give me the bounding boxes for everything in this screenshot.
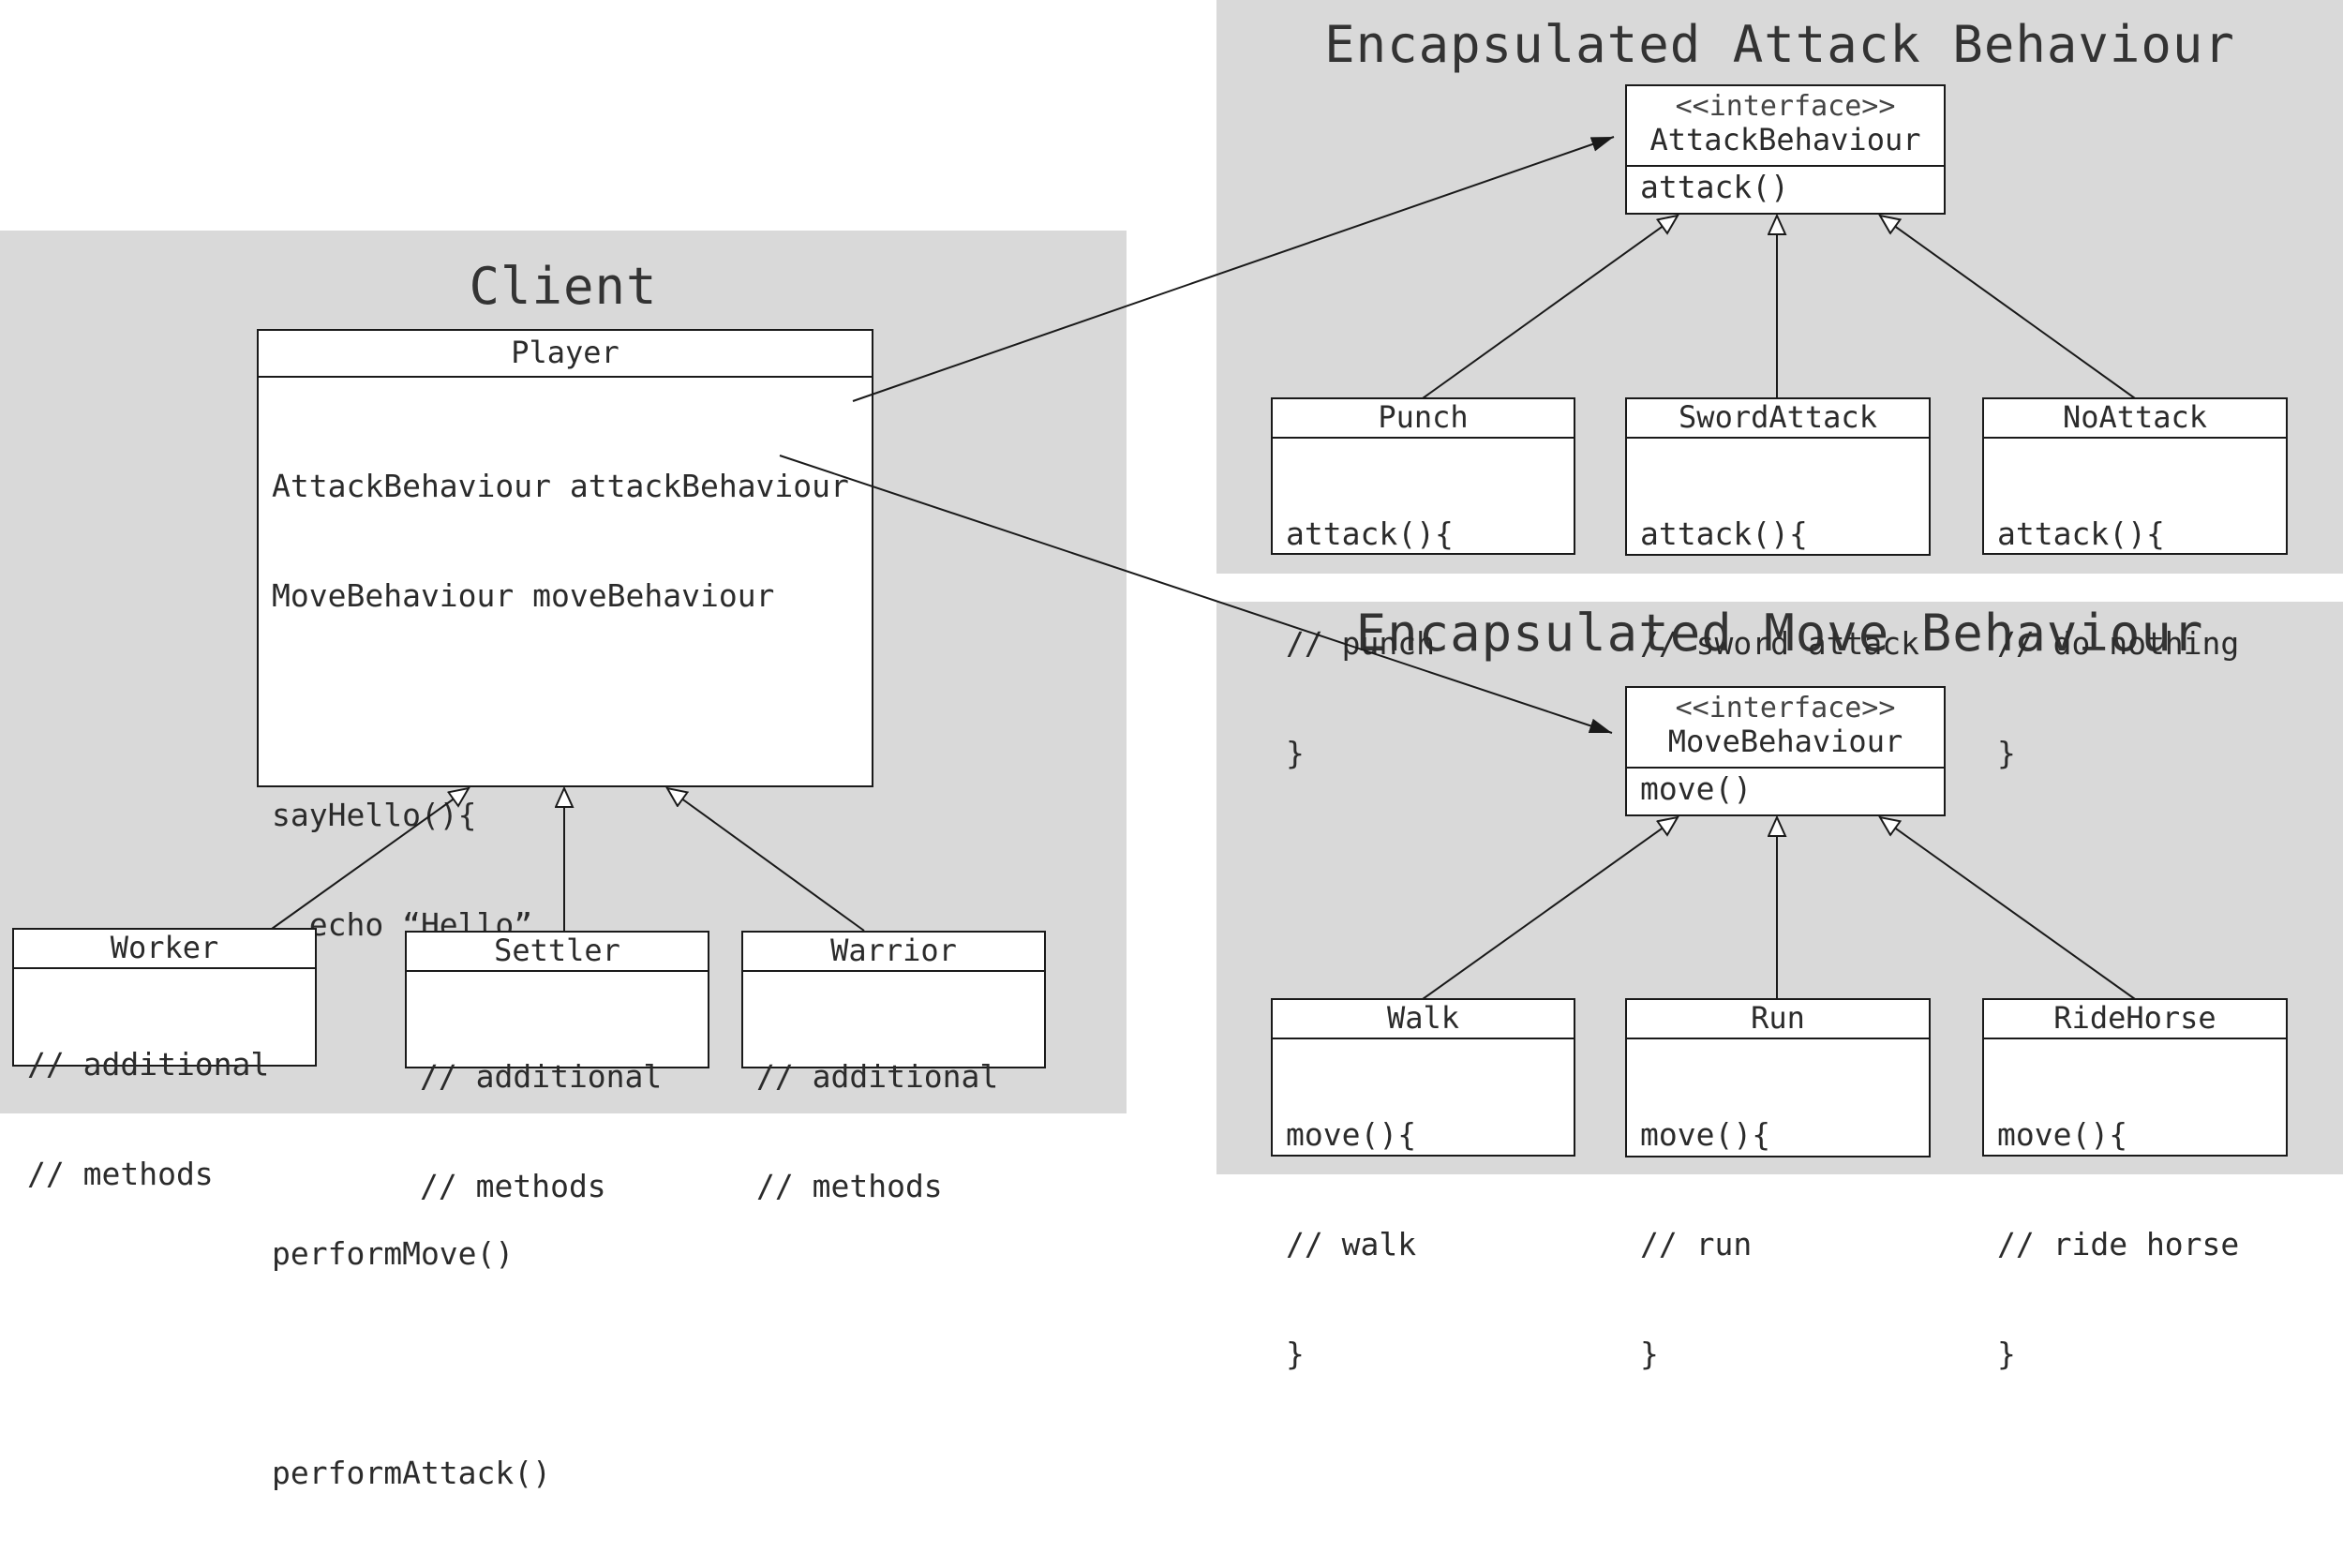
player-field: AttackBehaviour attackBehaviour bbox=[272, 468, 849, 504]
walk-class: Walk move(){ // walk } bbox=[1271, 998, 1575, 1372]
attack-interface-method: attack() bbox=[1640, 169, 1789, 205]
warrior-class-name: Warrior bbox=[743, 933, 1044, 972]
swordattack-class-name: SwordAttack bbox=[1627, 399, 1929, 439]
warrior-class: Warrior // additional // methods bbox=[741, 931, 1046, 1204]
noattack-class: NoAttack attack(){ // do nothing } bbox=[1982, 397, 2288, 771]
player-field: MoveBehaviour moveBehaviour bbox=[272, 577, 775, 614]
move-behaviour-interface: <<interface>> MoveBehaviour move() bbox=[1625, 686, 1946, 816]
ridehorse-class: RideHorse move(){ // ride horse } bbox=[1982, 998, 2288, 1372]
attack-interface-name: AttackBehaviour bbox=[1649, 122, 1921, 157]
worker-class: Worker // additional // methods bbox=[12, 928, 317, 1192]
client-panel-title: Client bbox=[469, 257, 658, 316]
worker-class-name: Worker bbox=[14, 930, 315, 969]
move-interface-name: MoveBehaviour bbox=[1667, 724, 1903, 759]
player-class-name: Player bbox=[259, 331, 872, 378]
ridehorse-class-name: RideHorse bbox=[1984, 1000, 2286, 1039]
run-class-name: Run bbox=[1627, 1000, 1929, 1039]
settler-class: Settler // additional // methods bbox=[405, 931, 709, 1204]
player-method-line: sayHello(){ bbox=[272, 797, 477, 833]
punch-class-name: Punch bbox=[1273, 399, 1574, 439]
run-class: Run move(){ // run } bbox=[1625, 998, 1931, 1372]
swordattack-class: SwordAttack attack(){ // sword attack } bbox=[1625, 397, 1931, 771]
player-method-line: performAttack() bbox=[272, 1455, 552, 1491]
interface-stereotype: <<interface>> bbox=[1675, 692, 1896, 724]
player-class: Player AttackBehaviour attackBehaviour M… bbox=[257, 329, 873, 1491]
noattack-class-name: NoAttack bbox=[1984, 399, 2286, 439]
interface-stereotype: <<interface>> bbox=[1675, 90, 1896, 123]
settler-class-name: Settler bbox=[407, 933, 708, 972]
attack-behaviour-interface: <<interface>> AttackBehaviour attack() bbox=[1625, 84, 1946, 215]
move-interface-method: move() bbox=[1640, 770, 1753, 807]
attack-panel-title: Encapsulated Attack Behaviour bbox=[1324, 15, 2235, 74]
walk-class-name: Walk bbox=[1273, 1000, 1574, 1039]
punch-class: Punch attack(){ // punch } bbox=[1271, 397, 1575, 771]
